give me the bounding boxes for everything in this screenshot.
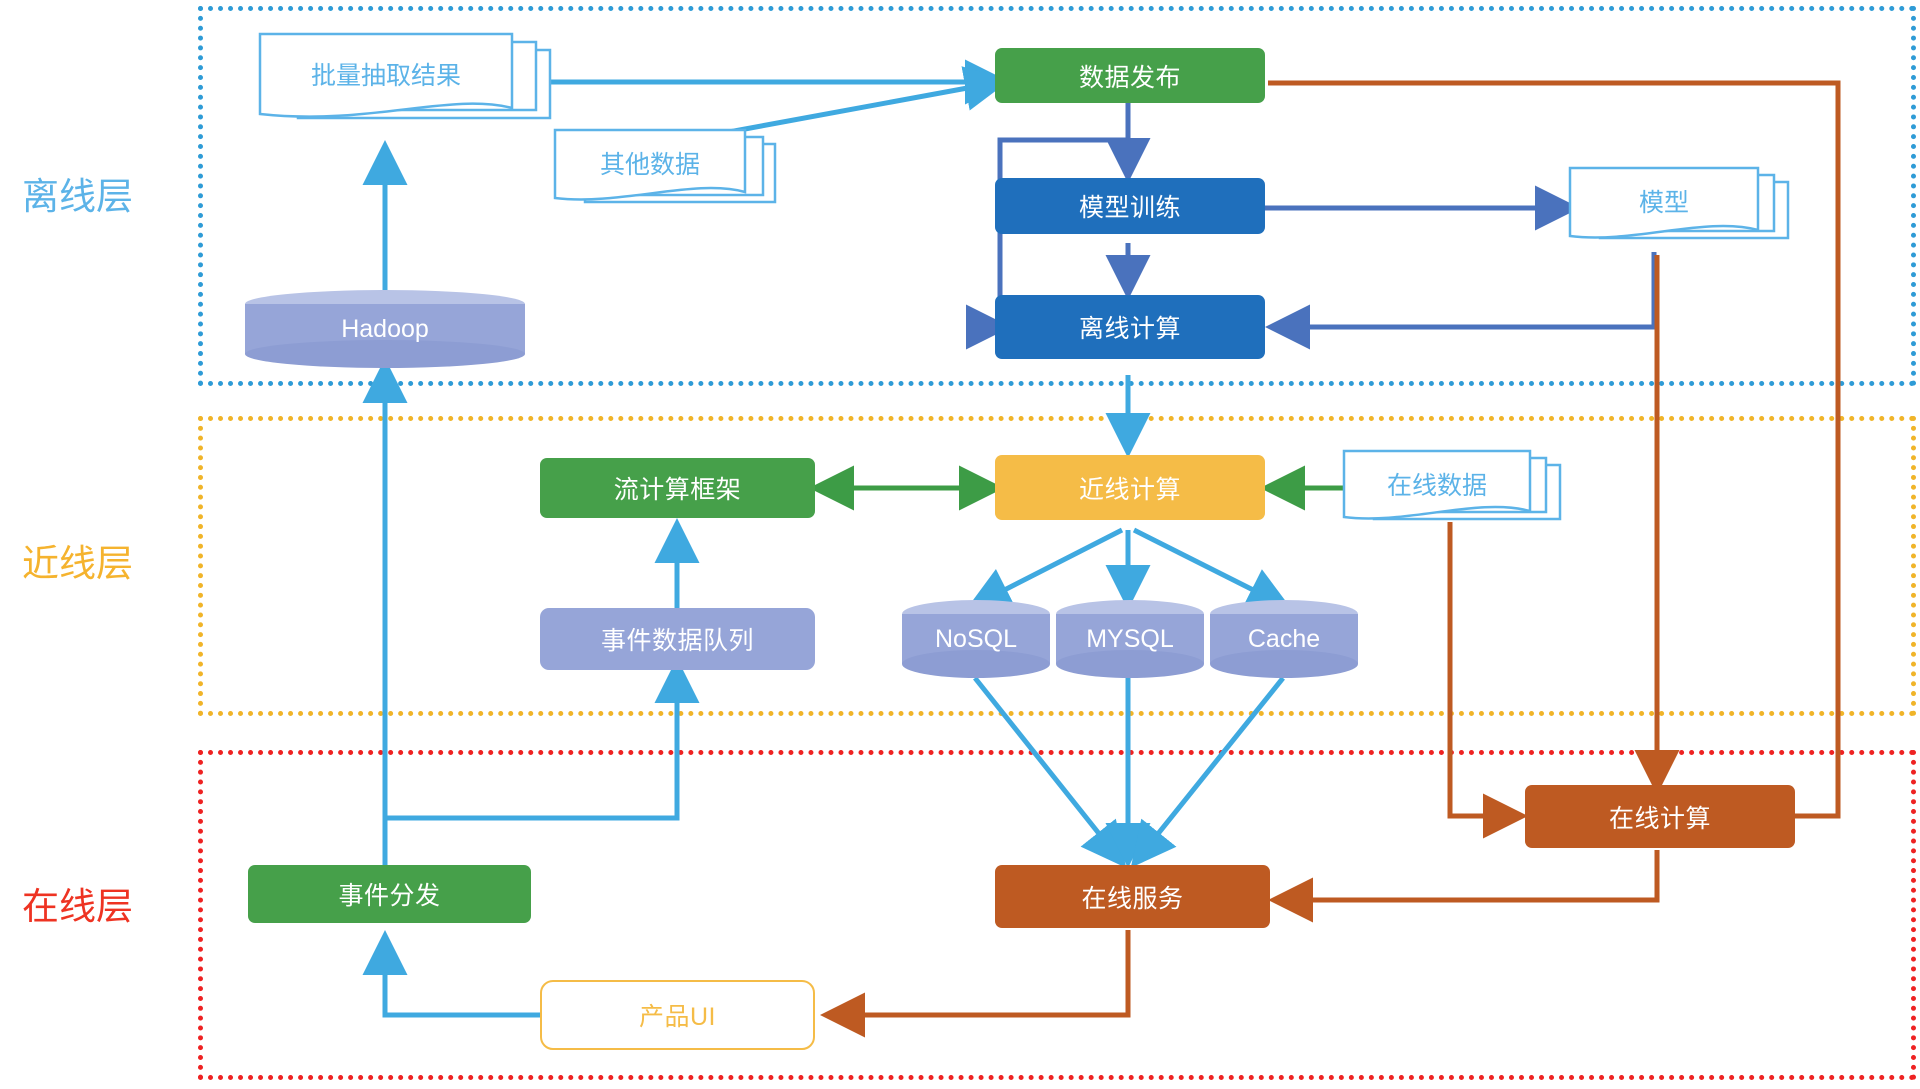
layer-label-offline: 离线层 (22, 176, 133, 217)
db-hadoop-bottom (245, 340, 525, 368)
db-mysql[interactable]: MYSQL (1056, 600, 1204, 678)
db-cache-label: Cache (1247, 624, 1321, 653)
doc-other-data[interactable]: 其他数据 (553, 120, 785, 230)
doc-batch-extract-result[interactable]: 批量抽取结果 (258, 18, 560, 138)
layer-label-online: 在线层 (22, 886, 133, 927)
node-data-publish[interactable]: 数据发布 (995, 48, 1265, 103)
doc-online-data[interactable]: 在线数据 (1342, 445, 1574, 550)
node-online-compute[interactable]: 在线计算 (1525, 785, 1795, 848)
layer-label-nearline: 近线层 (22, 543, 133, 584)
node-nearline-compute[interactable]: 近线计算 (995, 455, 1265, 520)
node-offline-compute[interactable]: 离线计算 (995, 295, 1265, 359)
doc-model[interactable]: 模型 (1568, 160, 1800, 270)
db-hadoop-label: Hadoop (341, 314, 429, 343)
db-nosql-label: NoSQL (935, 624, 1017, 653)
node-stream-framework[interactable]: 流计算框架 (540, 458, 815, 518)
layer-band-offline (198, 6, 1916, 386)
db-nosql[interactable]: NoSQL (902, 600, 1050, 678)
db-nosql-bottom (902, 650, 1050, 678)
doc-other-data-label: 其他数据 (599, 151, 700, 179)
doc-model-label: 模型 (1638, 189, 1689, 217)
node-event-data-queue[interactable]: 事件数据队列 (540, 608, 815, 670)
db-cache[interactable]: Cache (1210, 600, 1358, 678)
node-event-dispatch[interactable]: 事件分发 (248, 865, 531, 923)
db-hadoop[interactable]: Hadoop (245, 290, 525, 368)
db-cache-bottom (1210, 650, 1358, 678)
doc-batch-extract-result-label: 批量抽取结果 (310, 62, 461, 90)
db-mysql-label: MYSQL (1086, 624, 1174, 653)
db-mysql-bottom (1056, 650, 1204, 678)
node-online-service[interactable]: 在线服务 (995, 865, 1270, 928)
node-model-training[interactable]: 模型训练 (995, 178, 1265, 234)
doc-online-data-label: 在线数据 (1386, 472, 1487, 500)
node-product-ui[interactable]: 产品UI (540, 980, 815, 1050)
